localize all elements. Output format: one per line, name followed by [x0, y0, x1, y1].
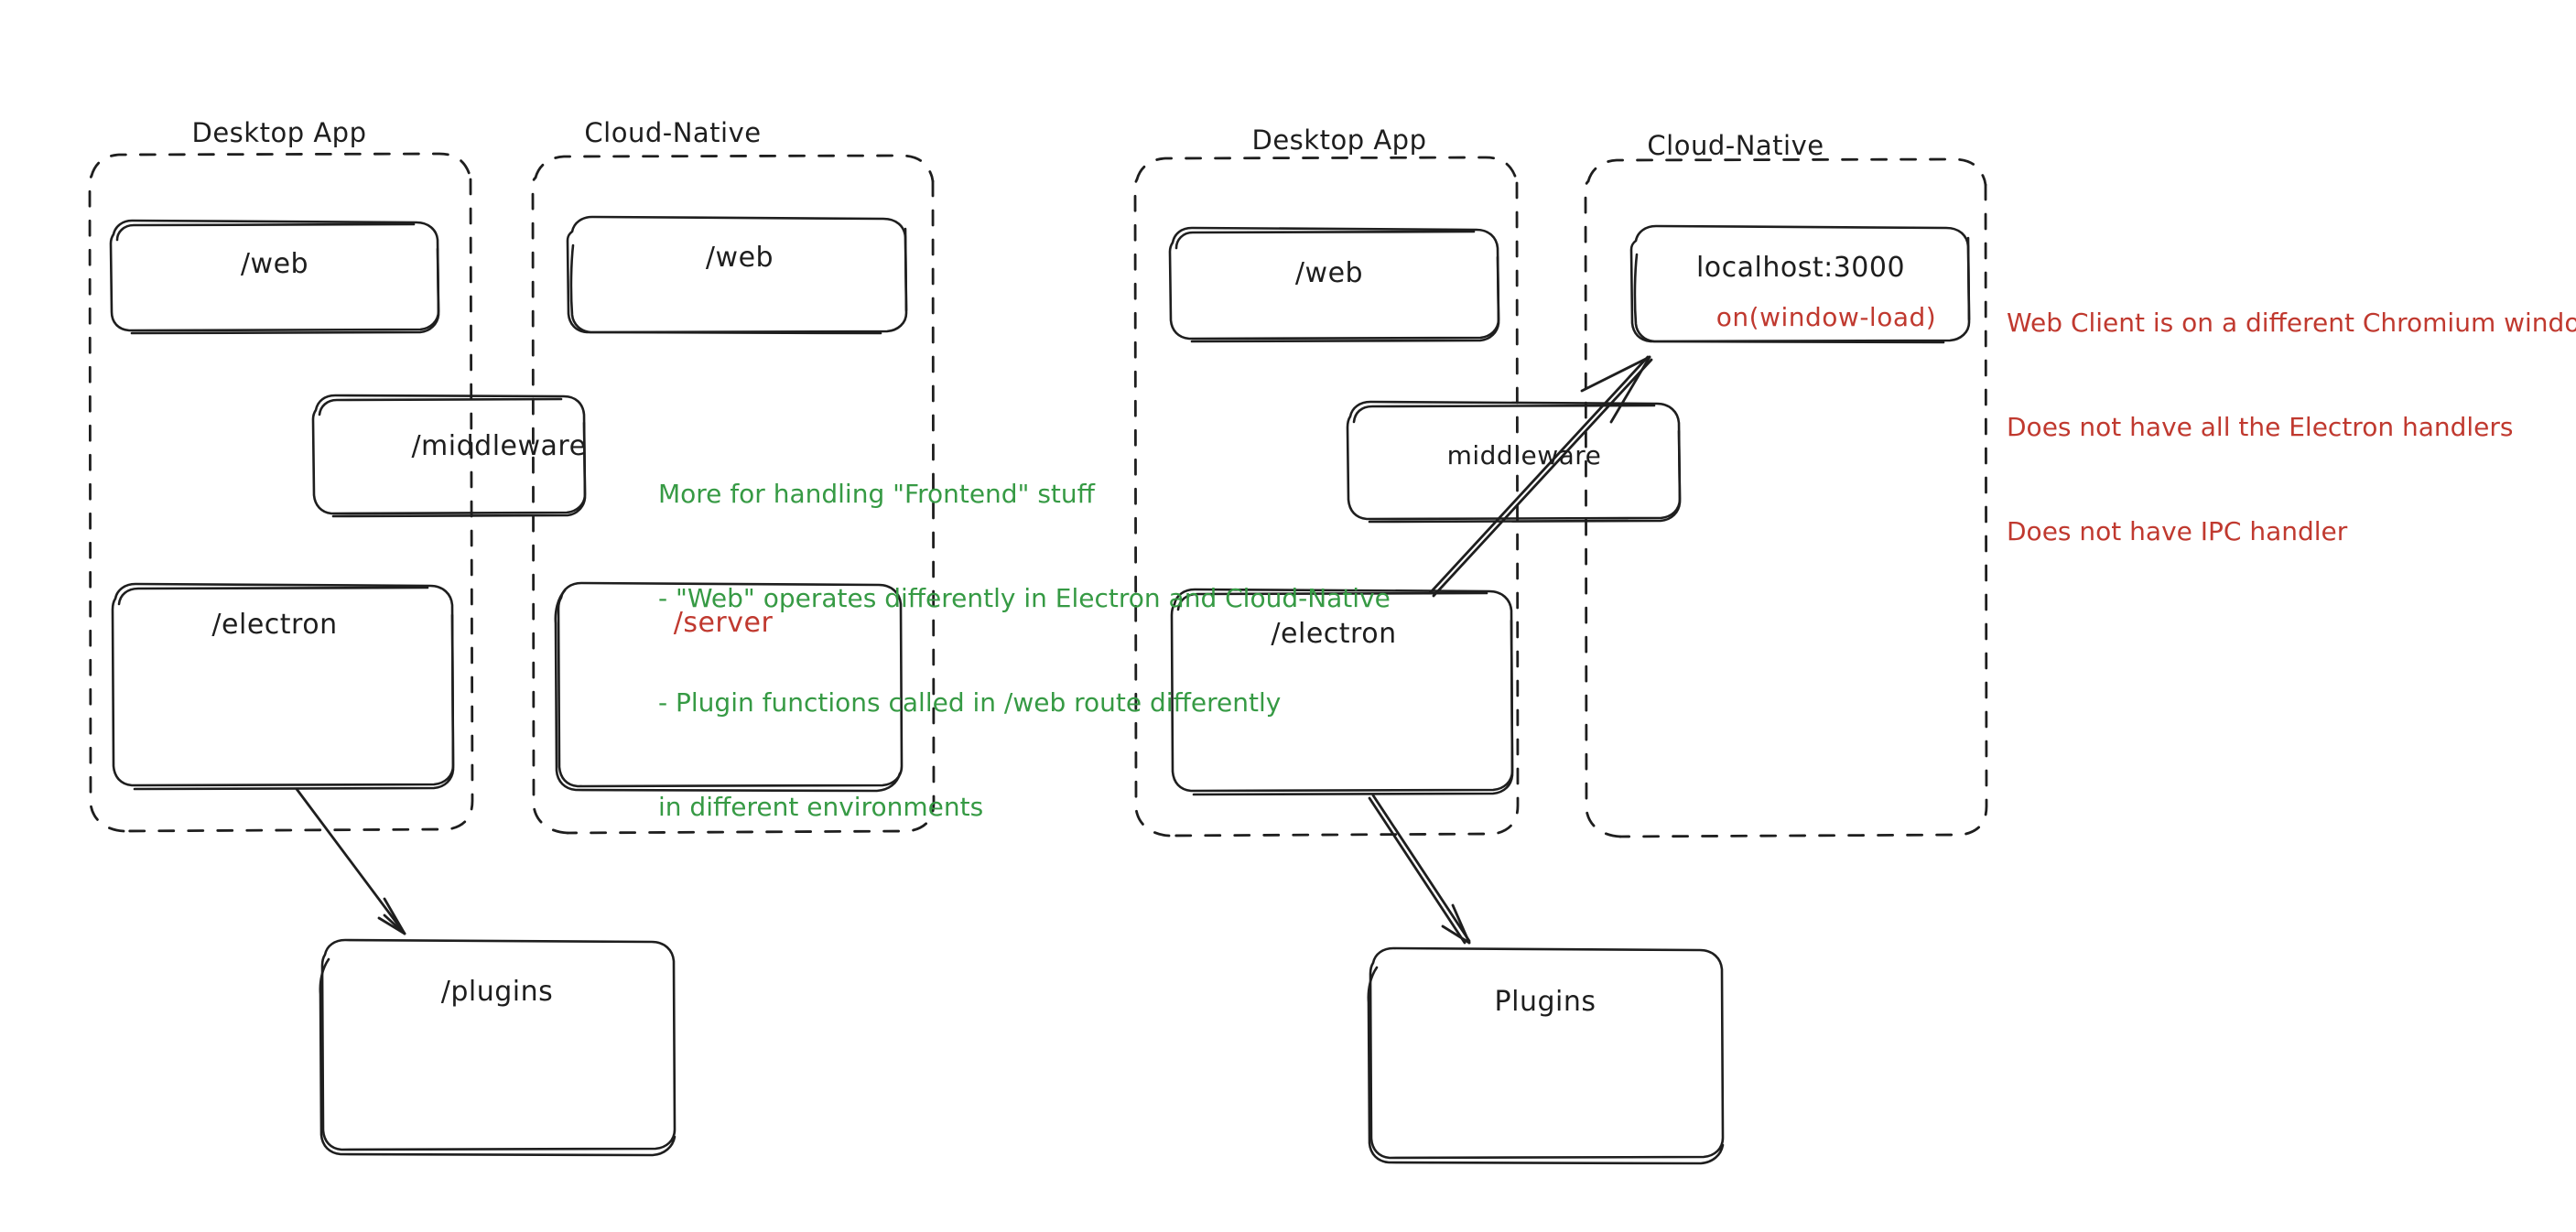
node-outline-left-middleware — [311, 394, 587, 518]
node-label-left-server[interactable]: /server — [673, 607, 774, 639]
arrow-right-electron-to-plugins — [1368, 794, 1471, 945]
node-outline-right-web — [1168, 226, 1500, 343]
annotation-green-line-1: More for handling "Frontend" stuff — [658, 479, 1095, 509]
node-label-right-electron[interactable]: /electron — [1271, 618, 1397, 650]
node-label-right-middleware[interactable]: middleware — [1446, 440, 1602, 470]
panel-title-right-desktop: Desktop App — [1251, 124, 1427, 156]
panel-outline-left-cloud — [531, 154, 936, 835]
annotation-red-line-2: Does not have all the Electron handlers — [2007, 412, 2514, 442]
annotation-green-note: More for handling "Frontend" stuff - "We… — [658, 407, 1391, 894]
node-outline-right-electron — [1170, 588, 1514, 796]
annotation-red-line-1: Web Client is on a different Chromium wi… — [2007, 308, 2576, 338]
arrow-left-electron-to-plugins — [295, 787, 406, 935]
node-label-left-cloud-web[interactable]: /web — [705, 242, 774, 274]
node-outline-right-localhost — [1629, 224, 1971, 344]
node-label-left-web[interactable]: /web — [240, 248, 309, 280]
panel-title-right-cloud: Cloud-Native — [1647, 130, 1824, 161]
node-label-right-web[interactable]: /web — [1294, 257, 1364, 289]
node-outline-left-web — [109, 219, 440, 335]
panel-outline-left-desktop — [88, 152, 474, 833]
annotation-green-line-4: in different environments — [658, 792, 984, 822]
node-label-left-plugins[interactable]: /plugins — [440, 976, 554, 1008]
panel-title-left-cloud: Cloud-Native — [584, 117, 762, 148]
panel-outline-right-desktop — [1133, 156, 1520, 838]
node-outline-left-cloud-web — [566, 215, 908, 335]
node-outline-left-server — [554, 581, 904, 793]
node-outline-left-electron — [111, 582, 455, 791]
node-outline-left-plugins — [319, 938, 676, 1157]
node-outline-right-plugins — [1367, 946, 1725, 1165]
annotation-red-note: Web Client is on a different Chromium wi… — [2007, 236, 2576, 619]
annotation-red-line-3: Does not have IPC handler — [2007, 516, 2348, 546]
node-label-right-plugins[interactable]: Plugins — [1494, 986, 1596, 1018]
panel-title-left-desktop: Desktop App — [191, 117, 367, 148]
node-label-left-electron[interactable]: /electron — [211, 609, 338, 641]
panel-outline-right-cloud — [1584, 157, 1988, 838]
node-label-left-middleware[interactable]: /middleware — [411, 430, 587, 462]
arrow-right-electron-to-localhost — [1428, 355, 1653, 598]
node-outline-right-middleware — [1346, 400, 1682, 524]
node-label-right-localhost[interactable]: localhost:3000 — [1695, 252, 1906, 284]
annotation-green-line-2: - "Web" operates differently in Electron… — [658, 583, 1391, 613]
annotation-green-line-3: - Plugin functions called in /web route … — [658, 687, 1282, 718]
node-label-right-localhost-sublabel: on(window-load) — [1716, 302, 1937, 332]
